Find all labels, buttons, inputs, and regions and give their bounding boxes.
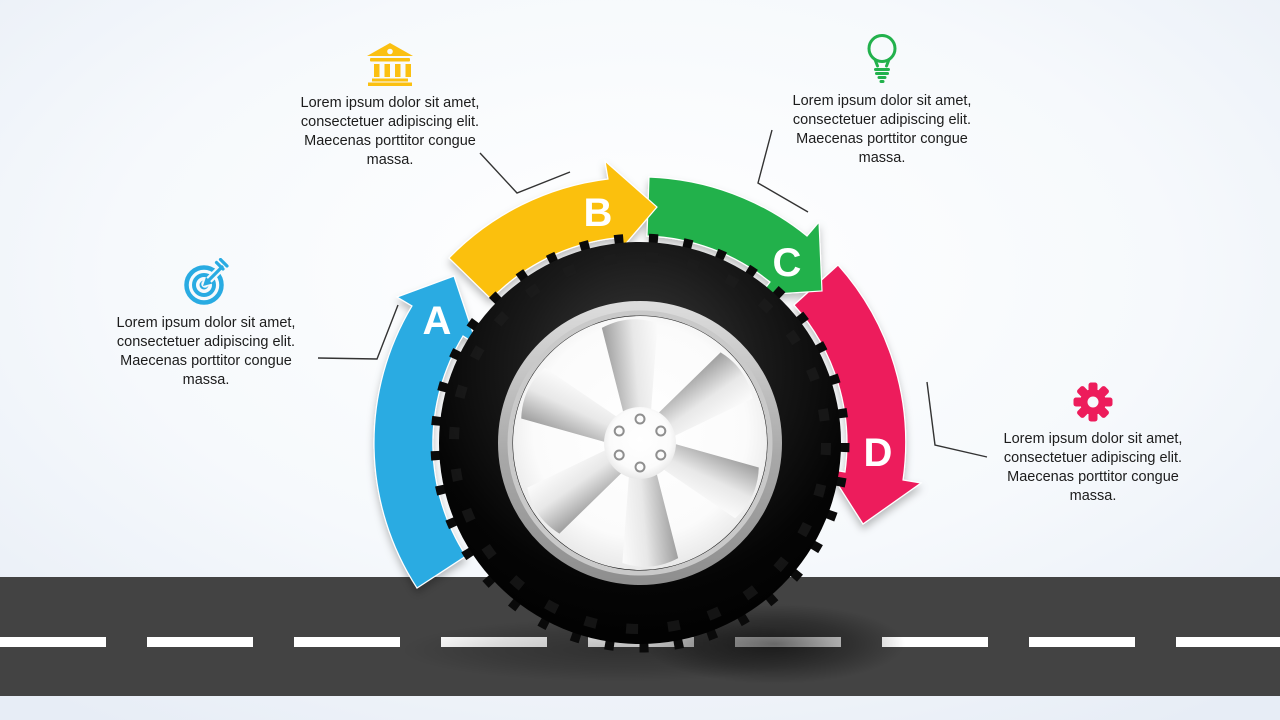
lug-nut (655, 449, 667, 461)
lug-nuts (613, 413, 667, 473)
connector-lines (317, 129, 988, 458)
step-letters: A B C D (423, 191, 893, 475)
arrow-b[interactable] (448, 159, 658, 300)
lug-nut (634, 413, 646, 425)
rim-hub (604, 407, 676, 479)
bank-icon (366, 42, 414, 86)
connector-line-c (757, 129, 809, 213)
step-letter-a[interactable]: A (423, 299, 452, 343)
note-step-d[interactable]: Lorem ipsum dolor sit amet, consectetuer… (993, 382, 1193, 506)
tire-inner-tread (449, 252, 831, 634)
note-step-b[interactable]: Lorem ipsum dolor sit amet, consectetuer… (290, 42, 490, 170)
rim-spoke (601, 319, 658, 432)
note-step-b-text[interactable]: Lorem ipsum dolor sit amet, consectetuer… (300, 95, 480, 168)
rim-spoke (521, 367, 632, 448)
lug-nut (634, 461, 646, 473)
step-letter-b[interactable]: B (584, 191, 613, 235)
rim-spokes (521, 319, 759, 567)
rim-spoke (622, 454, 679, 567)
note-step-d-text[interactable]: Lorem ipsum dolor sit amet, consectetuer… (1003, 431, 1183, 504)
step-letter-c[interactable]: C (773, 241, 802, 285)
connector-line-b (479, 152, 571, 194)
arrow-d[interactable] (793, 264, 923, 525)
lug-nut (613, 449, 625, 461)
lug-nut (613, 425, 625, 437)
note-step-c-text[interactable]: Lorem ipsum dolor sit amet, consectetuer… (792, 93, 972, 166)
lug-nut (655, 425, 667, 437)
connector-line-a (317, 304, 399, 360)
note-step-a[interactable]: Lorem ipsum dolor sit amet, consectetuer… (106, 257, 306, 390)
gear-icon (1073, 382, 1113, 422)
rim-spoke (527, 442, 635, 534)
note-step-a-text[interactable]: Lorem ipsum dolor sit amet, consectetuer… (116, 315, 296, 388)
rim-outer-ring (498, 301, 782, 585)
rim-spoke (645, 352, 753, 444)
step-letter-d[interactable]: D (864, 431, 893, 475)
connector-line-d (926, 381, 988, 458)
rim-spoke (648, 438, 759, 519)
note-step-c[interactable]: Lorem ipsum dolor sit amet, consectetuer… (782, 32, 982, 168)
rim-inner-ring (507, 310, 773, 576)
tire-tread-blocks (430, 233, 850, 653)
lightbulb-icon (863, 32, 901, 84)
target-icon (182, 257, 230, 306)
tire-wheel (430, 233, 850, 653)
